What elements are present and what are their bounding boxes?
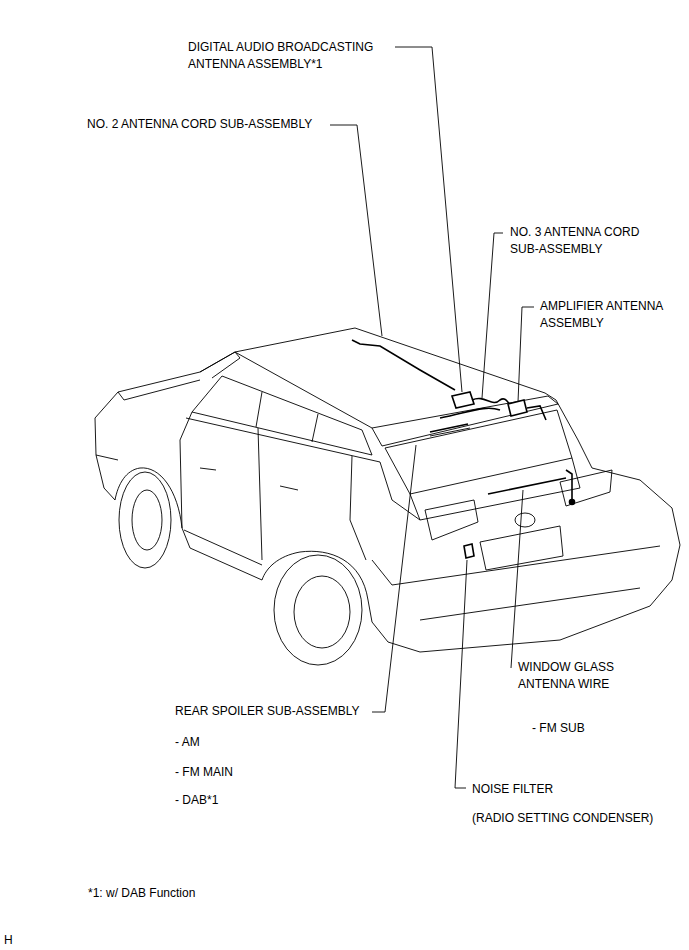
antenna-function: - FM SUB — [532, 720, 585, 737]
antenna-parts-part — [570, 500, 575, 505]
antenna-parts-part — [566, 470, 572, 500]
part-label: DIGITAL AUDIO BROADCASTING ANTENNA ASSEM… — [188, 39, 393, 73]
part-label: NOISE FILTER — [472, 781, 553, 798]
car-body-part — [515, 513, 535, 527]
leader-lines-part — [330, 125, 382, 336]
part-label: AMPLIFIER ANTENNA ASSEMBLY — [540, 298, 680, 332]
car-body-part — [235, 352, 372, 428]
leader-lines-part — [395, 47, 462, 392]
car-body-part — [425, 500, 478, 540]
car-body-part — [132, 490, 162, 550]
antenna-parts-part — [452, 392, 474, 408]
car-body-part — [280, 486, 298, 490]
car-body-part — [192, 376, 372, 455]
antenna-parts — [352, 340, 575, 558]
car-body-part — [380, 462, 420, 520]
antenna-parts-part — [508, 400, 527, 416]
car-body-part — [350, 456, 366, 560]
car-body-part — [430, 428, 470, 436]
part-label: NO. 2 ANTENNA CORD SUB-ASSEMBLY — [87, 116, 312, 133]
part-label: WINDOW GLASS ANTENNA WIRE — [518, 659, 663, 693]
car-body-part — [392, 546, 660, 585]
car-body-part — [560, 470, 612, 506]
car-body-part — [420, 588, 640, 620]
car-body-part — [385, 410, 572, 494]
car-body-part — [258, 428, 262, 560]
antenna-function: - FM MAIN — [175, 764, 233, 781]
part-label: REAR SPOILER SUB-ASSEMBLY — [175, 703, 360, 720]
figure-code: H — [4, 932, 13, 949]
footnote: *1: w/ DAB Function — [88, 885, 195, 902]
car-body-part — [184, 530, 262, 565]
car-body-part — [480, 526, 563, 570]
leader-lines-part — [455, 560, 467, 788]
car-body-part — [95, 328, 680, 652]
car-body-part — [294, 576, 350, 648]
leader-lines-part — [482, 233, 503, 398]
antenna-parts-part — [472, 398, 512, 406]
car-body-part — [180, 412, 192, 528]
car-body-part — [200, 352, 240, 378]
antenna-parts-part — [352, 340, 455, 390]
antenna-parts-part — [527, 406, 546, 420]
part-label: NO. 3 ANTENNA CORD SUB-ASSEMBLY — [510, 224, 670, 258]
antenna-parts-part — [488, 478, 566, 494]
antenna-function: - AM — [175, 734, 200, 751]
antenna-parts-part — [440, 408, 500, 418]
car-body-part — [200, 468, 216, 470]
part-note: (RADIO SETTING CONDENSER) — [472, 810, 653, 827]
car-body-part — [274, 555, 362, 665]
car-body-part — [256, 392, 262, 427]
car-body-part — [410, 458, 580, 520]
leader-lines-part — [518, 307, 534, 402]
car-body-part — [312, 414, 318, 442]
antenna-parts-part — [430, 424, 468, 432]
car-body-part — [119, 472, 171, 568]
car-body — [95, 328, 680, 665]
antenna-function: - DAB*1 — [175, 792, 218, 809]
leader-lines-part — [372, 445, 416, 712]
antenna-parts-part — [464, 544, 474, 558]
car-body-part — [96, 455, 118, 460]
car-body-part — [186, 418, 380, 462]
car-body-part — [118, 380, 200, 400]
leader-lines-part — [511, 490, 523, 668]
car-body-part — [372, 560, 392, 585]
leader-lines — [330, 47, 534, 788]
